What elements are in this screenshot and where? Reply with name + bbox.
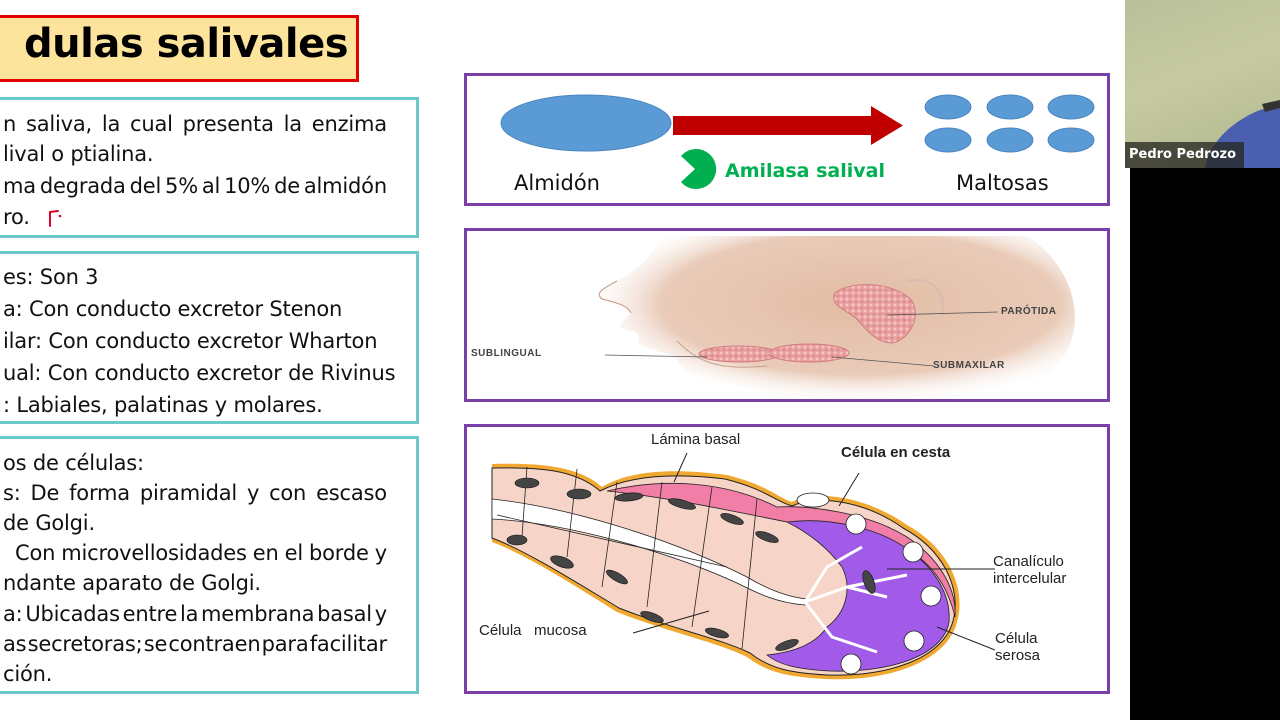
word: as xyxy=(3,632,27,656)
word: contraen xyxy=(168,632,261,656)
word: De xyxy=(30,481,60,505)
starch-label: Almidón xyxy=(514,171,600,195)
participant-name-label: Pedro Pedrozo xyxy=(1125,142,1245,168)
parotid-label: PARÓTIDA xyxy=(1001,306,1057,317)
maltose-label: Maltosas xyxy=(956,171,1049,195)
text-line: ción. xyxy=(3,662,53,686)
word: a: xyxy=(3,602,23,626)
word: Con xyxy=(15,541,56,565)
serous-cell-label-2: serosa xyxy=(995,647,1041,664)
word: forma xyxy=(69,481,130,505)
video-panel-background xyxy=(1130,168,1280,720)
word: escaso xyxy=(316,481,387,505)
text-line: ro. xyxy=(3,205,30,229)
word: la xyxy=(283,112,303,136)
word: facilitar xyxy=(309,632,387,656)
starch-molecule-icon xyxy=(500,94,672,152)
head-profile-illustration xyxy=(598,236,1075,399)
word: para xyxy=(261,632,309,656)
word: del xyxy=(129,174,162,198)
text-line: ndante aparato de Golgi. xyxy=(3,571,261,595)
word: entre xyxy=(122,602,178,626)
word: s: xyxy=(3,481,21,505)
word: almidón xyxy=(303,174,387,198)
face-icon xyxy=(599,236,1075,399)
text-line: lival o ptialina. xyxy=(3,142,154,166)
serous-cell-label-1: Célula xyxy=(995,630,1038,647)
word: la xyxy=(101,112,121,136)
text-line: os de células: xyxy=(3,451,144,475)
word: membrana xyxy=(201,602,315,626)
word: microvellosidades xyxy=(61,541,247,565)
submaxillary-gland-icon xyxy=(768,343,850,363)
word: 5% xyxy=(165,174,198,198)
pen-annotation-icon xyxy=(49,210,62,227)
text-line: ilar: Con conducto excretor Wharton xyxy=(3,329,378,353)
submaxillary-label: SUBMAXILAR xyxy=(933,360,1005,371)
word: degrada xyxy=(39,174,126,198)
word: y xyxy=(246,481,260,505)
text-line: ual: Con conducto excretor de Rivinus xyxy=(3,361,396,385)
word: el xyxy=(284,541,304,565)
canaliculus-label-2: intercelular xyxy=(993,570,1067,587)
basket-cell-label: Célula en cesta xyxy=(841,444,951,461)
word: ma xyxy=(3,174,36,198)
word: se xyxy=(143,632,168,656)
sublingual-gland-icon xyxy=(698,345,780,363)
word: saliva, xyxy=(25,112,93,136)
word: al xyxy=(201,174,221,198)
word: borde xyxy=(309,541,369,565)
word: cual xyxy=(130,112,173,136)
acinus-illustration xyxy=(491,452,996,680)
enzyme-label: Amilasa salival xyxy=(725,160,885,182)
word: n xyxy=(3,112,17,136)
sublingual-label: SUBLINGUAL xyxy=(471,348,542,359)
reaction-arrow-icon xyxy=(673,116,871,135)
text-line: es: Son 3 xyxy=(3,265,99,289)
word: la xyxy=(179,602,199,626)
starch-digestion-graphic xyxy=(500,94,1095,189)
word: de xyxy=(274,174,300,198)
word: piramidal xyxy=(139,481,238,505)
word: enzima xyxy=(311,112,387,136)
maltose-molecules-icon xyxy=(924,94,1095,153)
parotid-gland-icon xyxy=(833,284,916,344)
text-line: : Labiales, palatinas y molares. xyxy=(3,393,323,417)
word: en xyxy=(252,541,279,565)
canaliculus-label-1: Canalículo xyxy=(993,553,1064,570)
enzyme-pacman-icon xyxy=(681,149,717,189)
word: y xyxy=(374,602,387,626)
basal-lamina-label: Lámina basal xyxy=(651,431,741,448)
mucous-cell-label: Célula mucosa xyxy=(479,622,587,639)
word: Ubicadas xyxy=(25,602,120,626)
word: secretoras; xyxy=(27,632,143,656)
text-line: a: Con conducto excretor Stenon xyxy=(3,297,343,321)
amylase-diagram: Almidón Amilasa salival Maltosas xyxy=(464,73,1110,206)
salivary-glands-head-diagram: PARÓTIDA SUBLINGUAL SUBMAXILAR xyxy=(464,228,1110,402)
basal-lamina xyxy=(606,482,956,618)
word: basal xyxy=(317,602,372,626)
text-line: de Golgi. xyxy=(3,511,95,535)
slide-title-box: dulas salivales xyxy=(0,15,359,82)
text-box-glands: es: Son 3 a: Con conducto excretor Steno… xyxy=(0,251,419,424)
serous-nuclei xyxy=(796,492,942,675)
participant-video-tile[interactable]: Pedro Pedrozo xyxy=(1125,0,1280,168)
word: presenta xyxy=(182,112,274,136)
slide-title: dulas salivales xyxy=(24,21,348,67)
acinus-cells-diagram: Lámina basal Célula en cesta Canalículo … xyxy=(464,424,1110,694)
word: y xyxy=(374,541,387,565)
word: 10% xyxy=(224,174,271,198)
mucous-nuclei xyxy=(506,477,876,651)
word: con xyxy=(269,481,307,505)
